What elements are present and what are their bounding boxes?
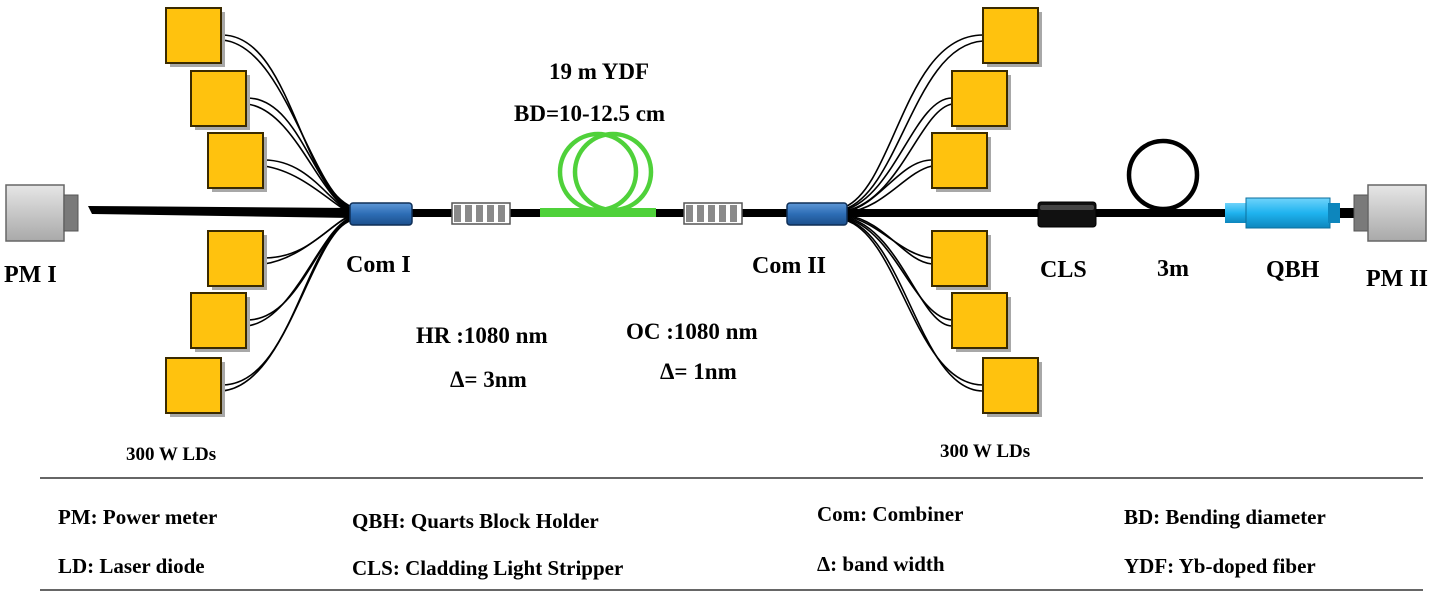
- ydf-bend-label: BD=10-12.5 cm: [514, 101, 665, 126]
- power-meter-1: [5, 184, 79, 242]
- legend: PM: Power meter QBH: Quarts Block Holder…: [58, 502, 1326, 580]
- oc-grating: [683, 202, 743, 225]
- hr-wavelength-label: HR :1080 nm: [416, 323, 548, 348]
- legend-delta: Δ: band width: [817, 552, 945, 576]
- pm-i-label: PM I: [4, 262, 57, 288]
- cls-label: CLS: [1040, 257, 1087, 283]
- ydf-length-label: 19 m YDF: [549, 59, 649, 84]
- right-pump-leads: [844, 34, 984, 392]
- combiner-1: [349, 202, 413, 226]
- oc-wavelength-label: OC :1080 nm: [626, 319, 758, 344]
- main-fiber: [88, 206, 1354, 218]
- qbh-label: QBH: [1266, 257, 1320, 283]
- com-i-label: Com I: [346, 252, 411, 278]
- legend-ld: LD: Laser diode: [58, 554, 205, 578]
- legend-pm: PM: Power meter: [58, 505, 217, 529]
- laser-diodes-right: [931, 7, 1042, 417]
- legend-com: Com: Combiner: [817, 502, 963, 526]
- fiber-length-label: 3m: [1157, 256, 1189, 282]
- qbh-connector: [1225, 197, 1340, 229]
- pm-ii-label: PM II: [1366, 266, 1428, 292]
- legend-qbh: QBH: Quarts Block Holder: [352, 509, 599, 533]
- power-meter-2: [1353, 184, 1427, 242]
- ydf-coil: [540, 131, 656, 217]
- ld-right-label: 300 W LDs: [940, 441, 1030, 462]
- oc-bandwidth-label: Δ= 1nm: [660, 359, 737, 384]
- combiner-2: [786, 202, 848, 226]
- legend-bd: BD: Bending diameter: [1124, 505, 1326, 529]
- com-ii-label: Com II: [752, 253, 826, 279]
- legend-ydf: YDF: Yb-doped fiber: [1124, 554, 1316, 578]
- fiber-coil-3m: [1126, 138, 1200, 212]
- left-pump-leads: [221, 34, 353, 392]
- laser-diodes-left: [165, 7, 267, 417]
- hr-bandwidth-label: Δ= 3nm: [450, 367, 527, 392]
- legend-cls: CLS: Cladding Light Stripper: [352, 556, 623, 580]
- cls-block: [1037, 201, 1097, 228]
- hr-grating: [451, 202, 511, 225]
- ld-left-label: 300 W LDs: [126, 444, 216, 465]
